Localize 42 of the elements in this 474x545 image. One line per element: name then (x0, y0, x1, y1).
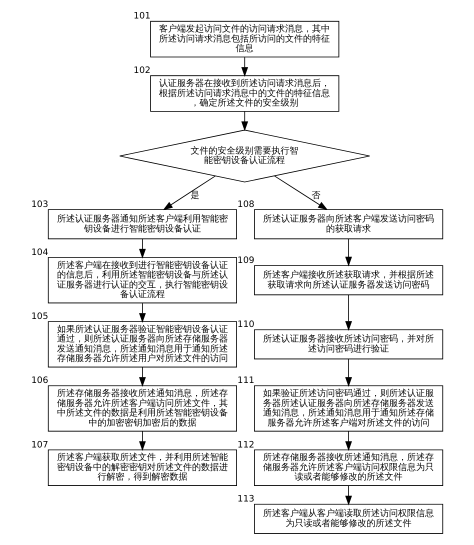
node-box: 所述客户端获取所述文件，并利用所述智能密钥设备中的解密密钥对所述文件的数据进行解密，得到解密数据 (48, 449, 237, 486)
node-box: 所述存储服务器接收所述通知消息，所述存储服务器允许所述客户端访问权限信息为只读或者能够修改的所述文件 (254, 449, 444, 486)
node-box: 客户端发起访问文件的访问请求消息，其中所述访问请求消息包括所访问的文件的特征信息 (150, 20, 340, 58)
arrow (345, 430, 352, 451)
arrow (345, 238, 352, 266)
node-label: 110 (237, 320, 254, 330)
node-label: 104 (31, 248, 48, 258)
node-box: 所述客户端在接收到进行智能密钥设备认证的信息后，利用所述智能密钥设备与所述认证服务器进行认证的交互，执行智能密钥设备认证流程 (48, 257, 237, 304)
arrow (139, 302, 146, 323)
node-diamond: 文件的安全级别需要执行智能密钥设备认证流程 (119, 130, 370, 182)
arrow (139, 366, 146, 387)
node-box: 所述认证服务器向所述客户端发送访问密码的获取请求 (254, 209, 444, 240)
node-label: 107 (31, 440, 48, 450)
node-box: 所述认证服务器通知所述客户端利用智能密钥设备进行智能密钥设备认证 (48, 209, 237, 240)
node-label: 105 (31, 312, 48, 322)
node-label: 109 (237, 256, 254, 266)
arrow (345, 294, 352, 331)
edge-label: 是 (190, 191, 200, 202)
node-label: 106 (31, 376, 48, 386)
edge-label: 否 (312, 191, 321, 202)
node-box: 如果所述认证服务器验证智能密钥设备认证通过，则所述认证服务器向所述存储服务器发送通知消息，所述通知消息用于通知所述存储服务器允许所述用户对所述文件的访问 (48, 321, 237, 368)
arrow (274, 176, 328, 210)
node-label: 101 (134, 12, 151, 22)
node-box: 所述客户端接收所述获取请求，并根据所述获取请求向所述认证服务器发送访问密码 (254, 265, 444, 296)
node-box: 所述存储服务器接收所述通知消息，所述存储服务器允许所述客户端访问所述文件，其中所述文件的数据是利用所述智能密钥设备中的加密密钥加密后的数据 (48, 385, 237, 432)
arrow (345, 485, 352, 506)
arrow (162, 176, 216, 210)
arrow (139, 430, 146, 451)
node-box: 所述客户端从客户端读取所述访问权限信息为只读或者能够修改的所述文件 (254, 504, 444, 534)
node-box: 如果验证所述访问密码通过，则所述认证服务器所述认证服务器向所述存储服务器发送通知消息，所述通知消息用于通知所述存储服务器允许所述客户端对所述文件的访问 (254, 385, 444, 432)
node-box: 认证服务器在接收到所述访问请求消息后，根据所述访问请求消息中的文件的特征信息，确定所述文件的安全级别 (150, 75, 340, 112)
node-label: 113 (237, 494, 254, 505)
arrow (241, 56, 248, 77)
node-label: 103 (31, 200, 48, 210)
node-label: 108 (237, 200, 254, 210)
node-box: 所述认证服务器接收所述访问密码，并对所述访问密码进行验证 (254, 329, 444, 360)
node-label: 111 (237, 376, 254, 386)
arrow (345, 358, 352, 387)
node-label: 112 (237, 440, 254, 450)
node-label: 102 (134, 66, 151, 76)
arrow (139, 238, 146, 259)
arrow (241, 111, 248, 132)
